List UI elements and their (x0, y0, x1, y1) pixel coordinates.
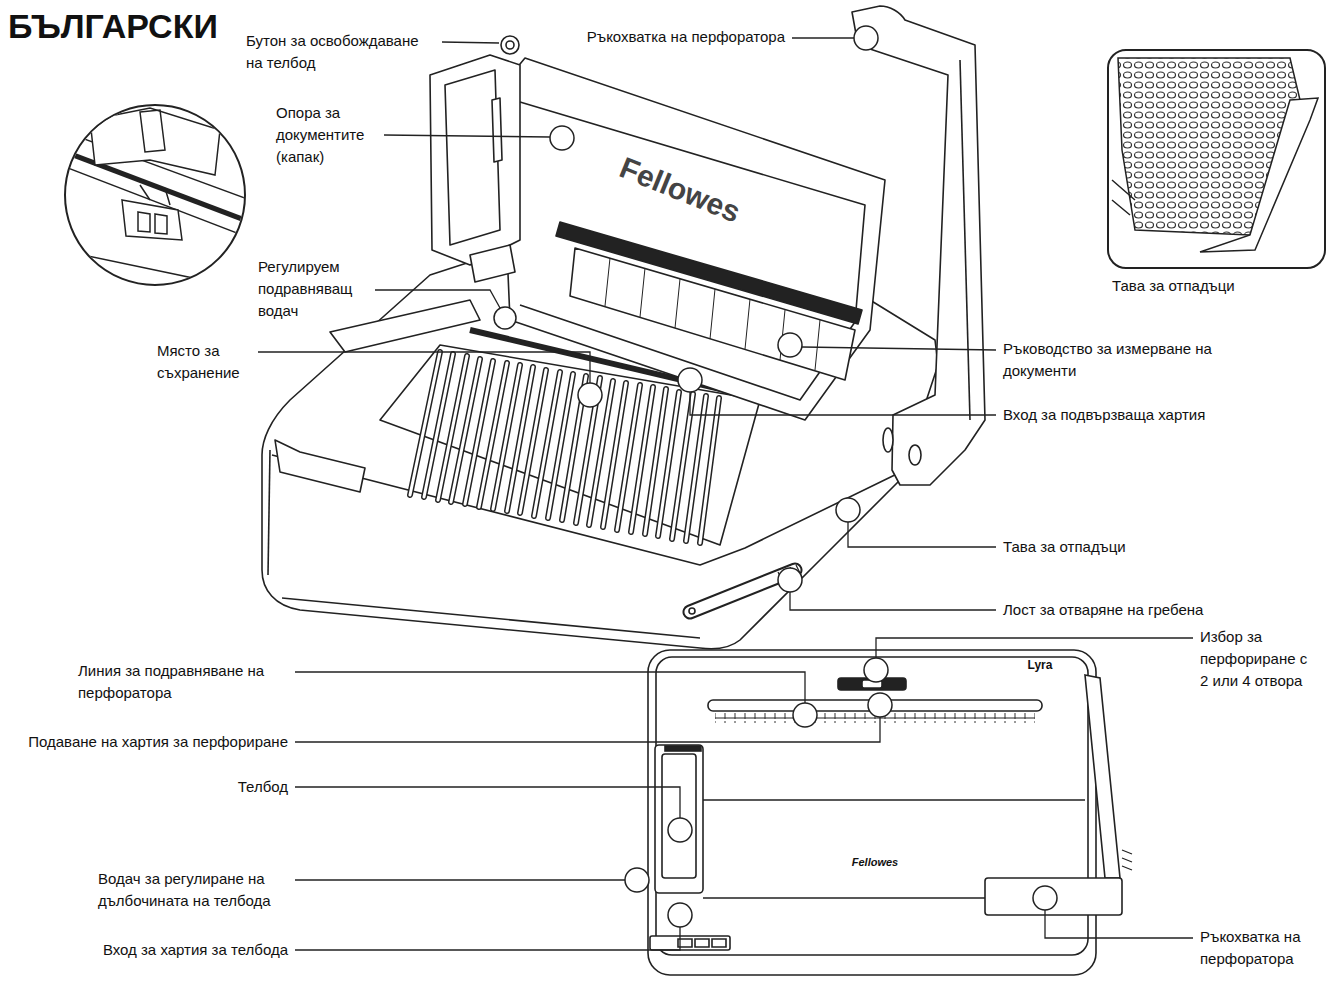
binder-machine (262, 6, 985, 649)
logo-panel (275, 440, 365, 492)
part-label: Опора за документите (капак) (276, 102, 376, 168)
measure-divider (605, 258, 820, 370)
callout-circle (793, 703, 817, 727)
part-label: Линия за подравняване на перфоратора (78, 660, 288, 704)
handle-pivot (883, 428, 893, 452)
handle-pivot (909, 445, 921, 465)
handle-arm (1085, 675, 1120, 878)
alignment-ruler-line (715, 718, 1035, 719)
tray-edge (1200, 98, 1318, 252)
stapler-column (430, 55, 520, 265)
top-view-body (648, 650, 1096, 975)
leader-line (690, 392, 996, 415)
part-label: Ръководство за измерване на документи (1003, 338, 1213, 382)
part-label: Тава за отпадъци (1003, 536, 1126, 558)
part-label: Лост за отваряне на гребена (1003, 599, 1203, 621)
diagram-title: БЪЛГАРСКИ (8, 6, 218, 46)
callout-circle (668, 818, 692, 842)
callout-circle (625, 868, 649, 892)
leader-line (802, 347, 996, 350)
lever-pivot (689, 608, 695, 614)
leader-line (384, 135, 550, 137)
callout-circles (494, 26, 1057, 927)
logo-panel (650, 936, 730, 950)
stapler-column-edge (445, 70, 500, 245)
lid-inner-edge (520, 102, 865, 400)
callout-circle (578, 383, 602, 407)
callout-circle (678, 368, 702, 392)
leader-line (790, 592, 996, 610)
alignment-guide (470, 245, 515, 282)
brand-logo: Fellowes (852, 855, 898, 869)
base-line (60, 250, 250, 290)
part-label: Бутон за освобождаване на телбод (246, 30, 436, 74)
waste-tray-inset (1108, 50, 1325, 268)
handle-edge (960, 60, 970, 420)
leader-line (295, 717, 880, 742)
callout-circle (868, 693, 892, 717)
part-label: Ръкохватка на перфоратора (587, 26, 785, 48)
handle-grip (985, 878, 1122, 915)
stapler-part (90, 108, 220, 175)
punch-handle (852, 6, 985, 485)
part-label: Тава за отпадъци (1112, 275, 1235, 297)
leader-line (375, 290, 500, 308)
leader-line (258, 352, 590, 383)
measure-guide (570, 248, 855, 380)
callout-circle (494, 307, 516, 329)
part-label: Водач за регулиране на дълбочината на те… (98, 868, 288, 912)
leader-line (1045, 910, 1193, 938)
leader-line (876, 638, 1193, 658)
callout-circle (854, 26, 878, 50)
part-label: Вход за подвързваща хартия (1003, 404, 1205, 426)
stapler-inner (662, 754, 696, 878)
guide-tab (122, 200, 182, 240)
stapler-part (140, 110, 165, 152)
logo-panel-mark (678, 939, 726, 947)
callout-circle (778, 333, 802, 357)
binder-top-view (648, 650, 1132, 975)
stapler-top (665, 746, 701, 751)
model-name: Lyra (1028, 658, 1053, 673)
guide-tab-mark (138, 212, 167, 234)
leader-line (792, 37, 854, 38)
leader-line (295, 879, 625, 880)
leader-line (442, 42, 499, 43)
leader-lines (258, 38, 1193, 950)
callout-circle (836, 498, 860, 522)
leader-line (295, 927, 680, 950)
detail-inset (60, 105, 250, 290)
leader-line (295, 787, 680, 818)
inset-frame (1108, 50, 1325, 268)
release-button (501, 36, 519, 54)
part-label: Място за съхранение (157, 340, 252, 384)
stapler (655, 745, 703, 893)
base-edge (282, 598, 700, 638)
stapler-window (492, 98, 502, 162)
rail-line (60, 165, 250, 238)
callout-circle (864, 658, 888, 682)
part-label: Регулируем подравняващ водач (258, 256, 368, 322)
callout-circle (778, 568, 802, 592)
leader-line (848, 522, 996, 547)
part-label: Ръкохватка на перфоратора (1200, 926, 1315, 970)
base-edge (268, 450, 270, 575)
part-label: Телбод (238, 776, 288, 798)
callout-circle (550, 126, 574, 150)
leader-line (295, 672, 805, 703)
callout-circle (668, 903, 692, 927)
part-label: Подаване на хартия за перфориране (28, 731, 288, 753)
handle-ridges (1122, 850, 1132, 870)
callout-circle (1033, 886, 1057, 910)
part-label: Вход за хартия за телбода (103, 939, 288, 961)
document-support-lid (500, 58, 885, 420)
tray-grip (1112, 180, 1135, 215)
storage-slot (330, 300, 480, 352)
release-button-core (506, 41, 514, 49)
guide-tab-edge (140, 185, 170, 205)
part-label: Избор за перфориране с 2 или 4 отвора (1200, 626, 1318, 692)
inset-circle (65, 105, 245, 285)
